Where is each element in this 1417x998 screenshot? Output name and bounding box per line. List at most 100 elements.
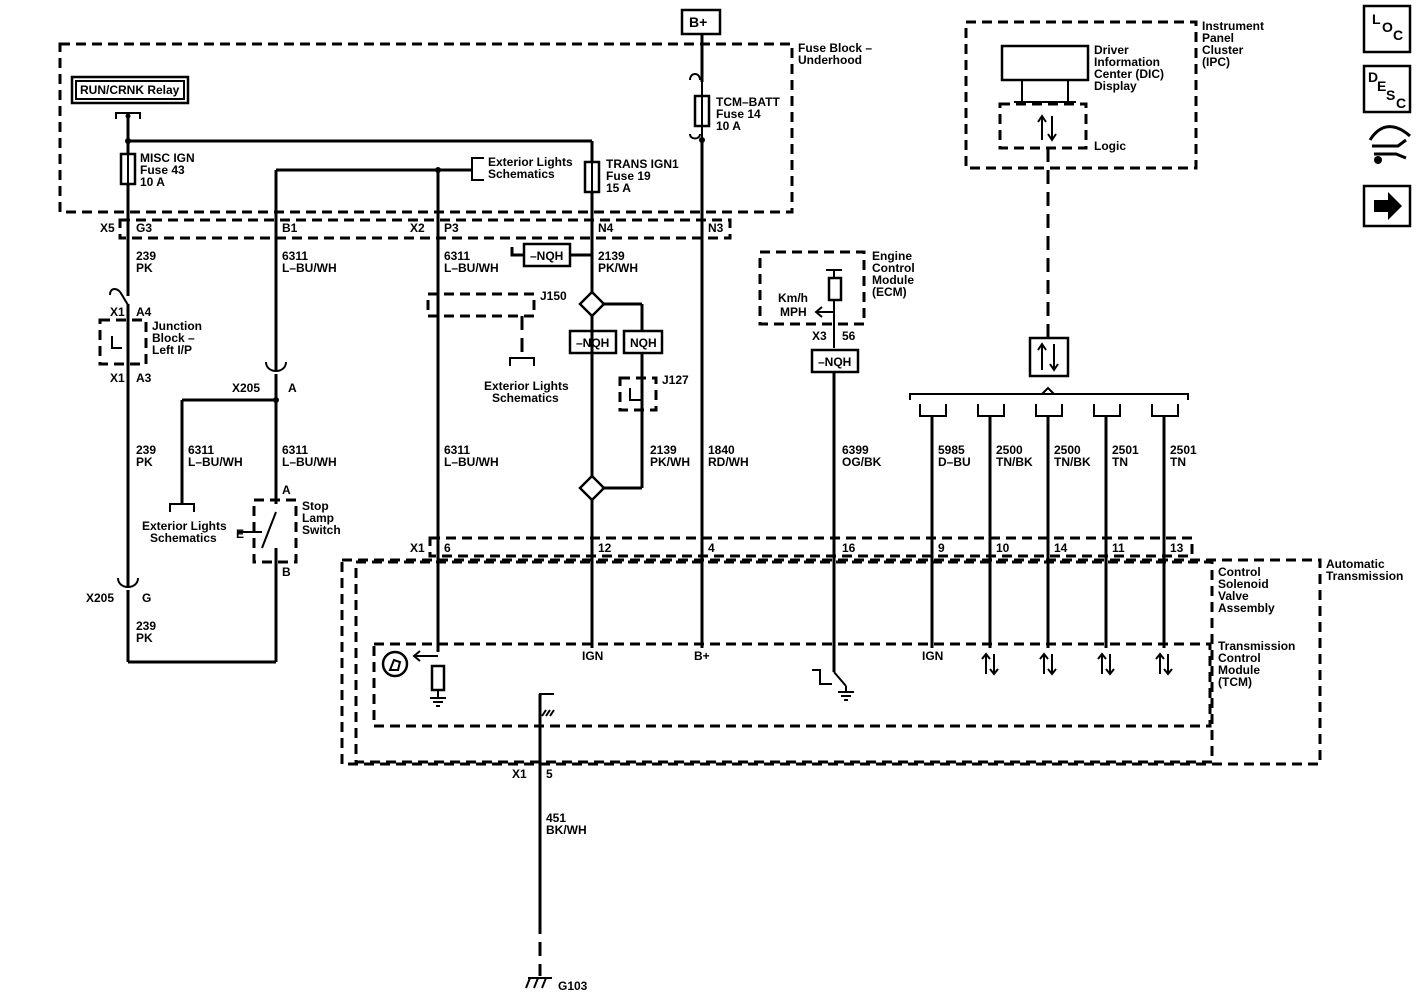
pin-16: 16 <box>842 541 856 555</box>
connector-a: A <box>288 381 297 395</box>
battery-source-box <box>680 8 722 36</box>
wire-2139-number-2: 2139 <box>650 443 677 457</box>
connector-x205-g-symbol <box>117 577 139 588</box>
connector-g: G <box>142 591 151 605</box>
tcm-batt-connector-bottom <box>689 133 701 140</box>
wire-239-color-1: PK <box>136 261 153 275</box>
desc-letter-2: E <box>1377 78 1386 94</box>
ipc-logic-arrows <box>1037 114 1057 142</box>
dic-label-1: Driver <box>1094 43 1129 57</box>
wire-6311-number-2: 6311 <box>188 443 214 457</box>
description-view-button[interactable]: D E S C <box>1362 64 1412 114</box>
battery-source-label: B+ <box>689 14 707 30</box>
stop-lamp-switch-pin-a: A <box>282 483 291 497</box>
stop-lamp-switch-label-2: Lamp <box>302 511 334 525</box>
wire-2501-a-color: TN <box>1112 455 1128 469</box>
ecm-label-4: (ECM) <box>872 285 907 299</box>
junction-block-connector-top <box>109 288 129 306</box>
relay-terminal-dot <box>125 113 131 119</box>
j127-bar <box>629 388 642 401</box>
connector-p3: P3 <box>444 221 459 235</box>
next-page-button[interactable] <box>1362 184 1412 228</box>
desc-letter-3: S <box>1386 87 1395 103</box>
control-solenoid-boundary <box>354 560 1214 764</box>
connector-b1: B1 <box>282 221 298 235</box>
connector-x1-a: X1 <box>110 305 125 319</box>
wire-6311-number-3: 6311 <box>282 443 308 457</box>
dic-display <box>1000 44 1090 82</box>
fuse-block-label-2: Underhood <box>798 53 862 67</box>
serial-arrows-13 <box>1155 652 1173 676</box>
tcm-label-1: Transmission <box>1218 639 1295 653</box>
fuse-block-connector-strip <box>118 218 732 240</box>
pin-13: 13 <box>1170 541 1184 555</box>
junction-block-label-2: Block – <box>152 331 195 345</box>
run-crnk-relay-label: RUN/CRNK Relay <box>80 83 180 97</box>
tcm-pulldown-ground <box>430 690 446 707</box>
wire-239-color-2: PK <box>136 455 153 469</box>
wire-1840-number: 1840 <box>708 443 735 457</box>
trans-ign1-fuse-amps: 15 A <box>606 181 631 195</box>
wire-5985-number: 5985 <box>938 443 965 457</box>
serial-data-bus <box>909 386 1189 400</box>
wire-6399-number: 6399 <box>842 443 869 457</box>
connector-j127: J127 <box>662 373 689 387</box>
serial-data-arrows <box>1037 342 1059 372</box>
ecm-signal-label-2: MPH <box>780 305 807 319</box>
automatic-transmission-label-2: Transmission <box>1326 569 1403 583</box>
wire-6311-number-4: 6311 <box>444 249 470 263</box>
ecm-signal-label-1: Km/h <box>778 291 808 305</box>
brake-pedal-icon <box>381 650 409 678</box>
run-crnk-relay-inner <box>75 80 185 100</box>
connector-x205-a: X205 <box>232 381 260 395</box>
location-view-button[interactable]: L O C <box>1362 4 1412 54</box>
j127-boundary <box>618 376 658 412</box>
exterior-lights-ref-2-label-1: Exterior Lights <box>142 519 227 533</box>
stop-lamp-switch-pin-b: B <box>282 565 291 579</box>
splice-pack-j150 <box>426 292 536 318</box>
tcm-ign-label-2: IGN <box>922 649 943 663</box>
connector-x2: X2 <box>410 221 425 235</box>
tcm-bplus-label: B+ <box>694 649 710 663</box>
tcm-pulldown-resistor <box>430 664 446 692</box>
ecm-resistor <box>827 276 843 302</box>
ipc-label-1: Instrument <box>1202 19 1264 33</box>
tcm-ign-label-1: IGN <box>582 649 603 663</box>
wire-2139-color-2: PK/WH <box>650 455 690 469</box>
pin-14: 14 <box>1054 541 1068 555</box>
wire-6311-color-4: L–BU/WH <box>444 261 499 275</box>
control-solenoid-label-3: Valve <box>1218 589 1249 603</box>
tcm-label-4: (TCM) <box>1218 675 1252 689</box>
stop-lamp-switch-label-3: Switch <box>302 523 341 537</box>
wire-6311-number-5: 6311 <box>444 443 470 457</box>
ecm-signal-arrow <box>814 306 834 318</box>
desc-letter-1: D <box>1368 69 1378 85</box>
desc-letter-4: C <box>1396 95 1406 111</box>
wire-2139-color-1: PK/WH <box>598 261 638 275</box>
tcm-batt-fuse-name: TCM–BATT <box>716 95 780 109</box>
wire-2500-a-number: 2500 <box>996 443 1023 457</box>
tcm-case-ground <box>539 693 555 717</box>
fuse-block-label-1: Fuse Block – <box>798 41 872 55</box>
connector-x5: X5 <box>100 221 115 235</box>
connector-x205-a-symbol <box>265 361 287 372</box>
exterior-lights-ref-bracket <box>471 157 484 181</box>
ecm-boundary <box>758 250 866 326</box>
fuse-block-boundary <box>58 42 794 214</box>
pin-11: 11 <box>1112 541 1125 555</box>
connector-a3: A3 <box>136 371 152 385</box>
connector-view-button[interactable] <box>1368 125 1411 164</box>
connector-j150: J150 <box>540 289 567 303</box>
ecm-label-2: Control <box>872 261 915 275</box>
serial-data-taps <box>919 404 1179 417</box>
junction-block-bus <box>111 336 122 349</box>
serial-arrows-14 <box>1039 652 1057 676</box>
pin-5: 5 <box>546 767 553 781</box>
misc-ign-fuse-name: MISC IGN <box>140 151 195 165</box>
connector-g3: G3 <box>136 221 152 235</box>
connector-icon-dot <box>1374 156 1382 164</box>
wire-2139-number-1: 2139 <box>598 249 625 263</box>
exterior-lights-ref-3-label-2: Schematics <box>492 391 559 405</box>
wire-6311-number-1: 6311 <box>282 249 308 263</box>
wire-2501-b-number: 2501 <box>1170 443 1197 457</box>
